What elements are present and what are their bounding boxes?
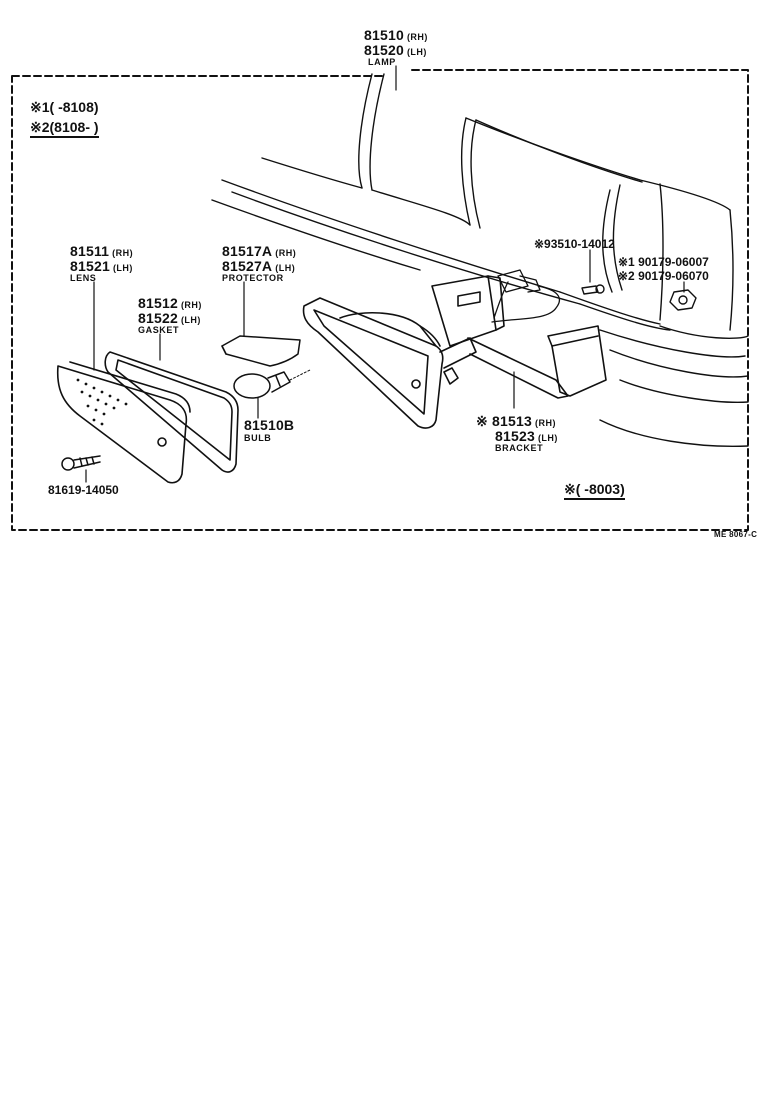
bracket-label: ※ 81513(RH) 81523(LH) BRACKET bbox=[476, 414, 558, 453]
nut-number-1: ※1 90179-06007 bbox=[618, 255, 709, 269]
lens-texture bbox=[76, 378, 128, 426]
gasket-name: GASKET bbox=[138, 325, 180, 335]
screw-shape bbox=[61, 455, 101, 471]
gasket-rh-side: (RH) bbox=[180, 300, 202, 310]
lamp-rh-side: (RH) bbox=[406, 32, 428, 42]
protector-lh-number: 81527A bbox=[222, 258, 273, 274]
bolt-number: ※93510-14012 bbox=[534, 237, 615, 251]
lamp-rh-number: 81510 bbox=[364, 27, 404, 43]
parts-diagram: 81510(RH) 81520(LH) LAMP ※1( -8108) ※2(8… bbox=[11, 28, 758, 539]
bracket-date-note: ※( -8003) bbox=[564, 482, 625, 500]
lens-lh-side: (LH) bbox=[112, 263, 133, 273]
bulb-label: 81510B BULB bbox=[244, 418, 294, 443]
frame-border bbox=[11, 69, 749, 531]
bracket-name: BRACKET bbox=[495, 443, 544, 453]
protector-label: 81517A(RH) 81527A(LH) PROTECTOR bbox=[222, 244, 296, 283]
bulb-number: 81510B bbox=[244, 417, 295, 433]
nut-shape bbox=[669, 289, 697, 311]
protector-shape bbox=[221, 335, 301, 367]
gasket-lh-side: (LH) bbox=[180, 315, 201, 325]
lamp-lh-number: 81520 bbox=[364, 42, 404, 58]
gasket-rh-number: 81512 bbox=[138, 295, 178, 311]
protector-lh-side: (LH) bbox=[275, 263, 296, 273]
gasket-lh-number: 81522 bbox=[138, 310, 178, 326]
nut-label: ※1 90179-06007 ※2 90179-06070 bbox=[618, 256, 709, 282]
bulb-shape bbox=[233, 371, 291, 399]
leader-lines bbox=[85, 249, 685, 483]
wiring-shape bbox=[491, 269, 561, 323]
note-2: ※2(8108- ) bbox=[30, 120, 99, 138]
bracket-lh-number: 81523 bbox=[495, 428, 535, 444]
lamp-lh-side: (LH) bbox=[406, 47, 427, 57]
protector-rh-number: 81517A bbox=[222, 243, 273, 259]
bulb-to-socket bbox=[289, 369, 311, 381]
lens-rh-number: 81511 bbox=[70, 243, 110, 259]
gasket-label: 81512(RH) 81522(LH) GASKET bbox=[138, 296, 202, 335]
note-1: ※1( -8108) bbox=[30, 99, 99, 115]
gasket-shape bbox=[104, 351, 239, 473]
bracket-lh-side: (LH) bbox=[537, 433, 558, 443]
protector-name: PROTECTOR bbox=[222, 273, 284, 283]
lamp-name: LAMP bbox=[368, 57, 396, 67]
bracket-shape bbox=[431, 275, 607, 399]
bolt-shape bbox=[581, 284, 605, 295]
bracket-rh-number: ※ 81513 bbox=[476, 413, 532, 429]
bulb-name: BULB bbox=[244, 433, 272, 443]
lamp-housing bbox=[302, 297, 477, 429]
lens-label: 81511(RH) 81521(LH) LENS bbox=[70, 244, 133, 283]
bracket-rh-side: (RH) bbox=[534, 418, 556, 428]
screw-number: 81619-14050 bbox=[48, 483, 119, 497]
nut-number-2: ※2 90179-06070 bbox=[618, 269, 709, 283]
diagram-drawing bbox=[11, 65, 749, 531]
lens-rh-side: (RH) bbox=[112, 248, 134, 258]
footer-code: ME 8067-C bbox=[714, 530, 758, 539]
lamp-label: 81510(RH) 81520(LH) LAMP bbox=[364, 28, 428, 67]
lens-name: LENS bbox=[70, 273, 97, 283]
protector-rh-side: (RH) bbox=[275, 248, 297, 258]
lens-shape bbox=[56, 361, 191, 484]
lens-lh-number: 81521 bbox=[70, 258, 110, 274]
